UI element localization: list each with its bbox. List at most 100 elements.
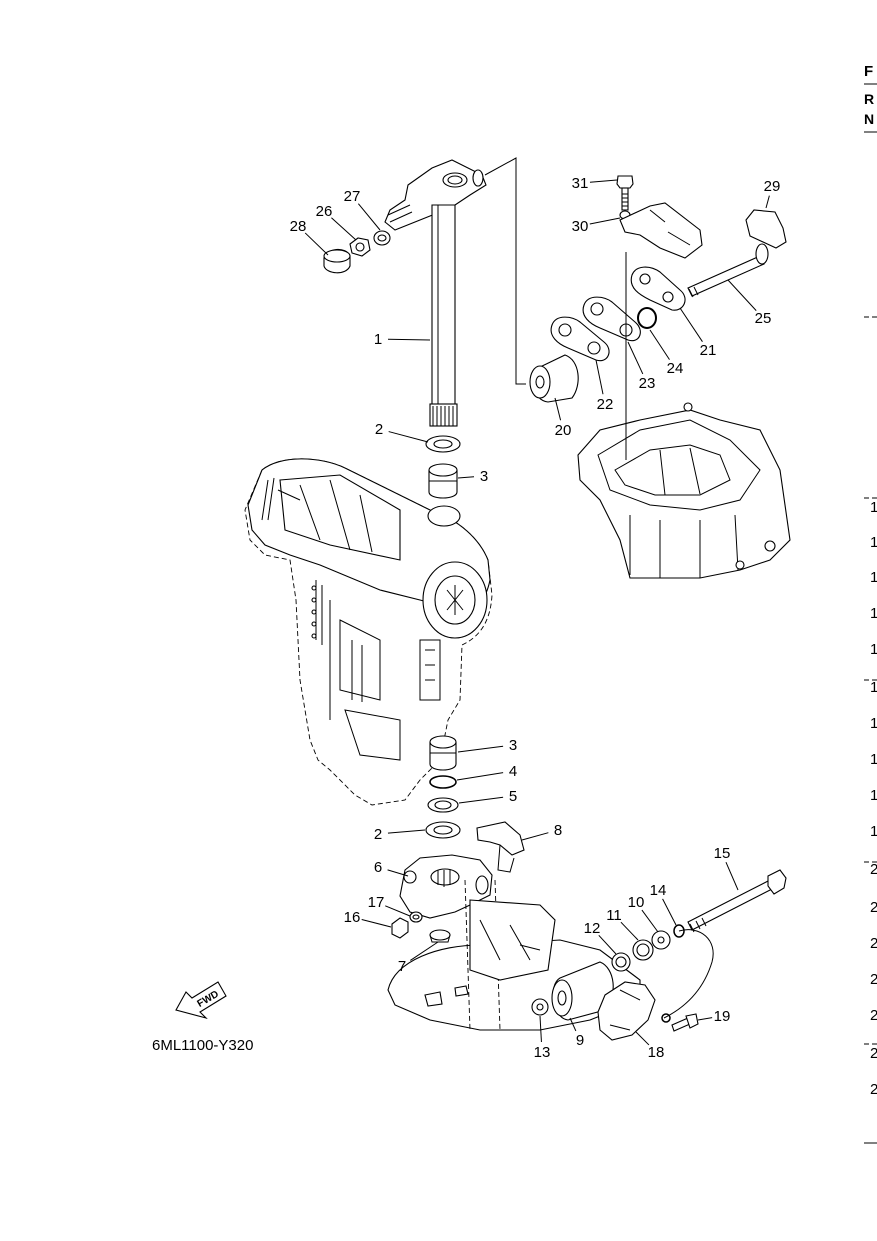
edge-digit: 1 [870, 605, 877, 622]
edge-digit: 2 [870, 1081, 877, 1098]
cap-28 [323, 248, 351, 274]
callout-leader-19 [697, 1017, 713, 1021]
callout-leader-11 [620, 921, 639, 941]
plate-21 [630, 266, 686, 311]
callout-label-4: 4 [509, 763, 517, 780]
callout-label-13: 13 [534, 1044, 551, 1061]
callout-leader-12 [598, 935, 617, 955]
nut-16 [391, 917, 409, 939]
fwd-arrow-icon: FWD [175, 981, 227, 1020]
washer-27 [373, 230, 391, 246]
swivel-bracket [244, 458, 493, 806]
callout-leader-23 [627, 341, 644, 375]
callout-label-21: 21 [700, 342, 717, 359]
bolt-25 [687, 243, 769, 298]
callout-label-3: 3 [480, 468, 488, 485]
callout-leader-16 [361, 918, 392, 928]
plate-29 [745, 209, 787, 249]
callout-leader-2 [388, 431, 429, 443]
callout-leader-7 [410, 941, 439, 961]
edge-digit: 1 [870, 534, 877, 551]
callout-label-27: 27 [344, 188, 361, 205]
callout-label-8: 8 [554, 822, 562, 839]
callout-leader-24 [649, 329, 670, 360]
edge-text-n: N [864, 111, 874, 127]
bolt-31 [616, 175, 634, 211]
nut-26 [349, 237, 371, 257]
rubber-mount-20 [529, 354, 579, 403]
callout-label-26: 26 [316, 203, 333, 220]
washer-12 [611, 952, 631, 972]
callout-leader-21 [679, 307, 703, 342]
o-ring-4 [429, 775, 457, 789]
callout-label-25: 25 [755, 310, 772, 327]
callout-label-19: 19 [714, 1008, 731, 1025]
bushing-3-lower [429, 735, 457, 771]
edge-digit: 1 [870, 641, 877, 658]
callout-leader-10 [641, 909, 659, 933]
callout-label-14: 14 [650, 882, 667, 899]
figure-code: 6ML1100-Y320 [152, 1037, 253, 1054]
callout-label-20: 20 [555, 422, 572, 439]
callout-label-31: 31 [572, 175, 589, 192]
edge-digit: 1 [870, 499, 877, 516]
callout-label-2: 2 [375, 421, 383, 438]
edge-digit: 1 [870, 569, 877, 586]
callout-label-30: 30 [572, 218, 589, 235]
callout-label-17: 17 [368, 894, 385, 911]
callout-leader-3 [457, 745, 504, 753]
lower-bracket-6 [399, 854, 493, 919]
edge-digit: 1 [870, 751, 877, 768]
callout-leader-4 [456, 772, 504, 781]
callout-label-1: 1 [374, 331, 382, 348]
callout-label-18: 18 [648, 1044, 665, 1061]
edge-text-r: R [864, 91, 874, 107]
callout-label-2: 2 [374, 826, 382, 843]
callout-label-23: 23 [639, 375, 656, 392]
bolt-19 [661, 1013, 699, 1032]
washer-17 [409, 911, 423, 923]
o-ring-24 [637, 307, 657, 329]
mount-housing-18 [597, 981, 656, 1041]
callout-label-9: 9 [576, 1032, 584, 1049]
callout-leader-9 [569, 1017, 577, 1032]
callout-label-7: 7 [398, 958, 406, 975]
callout-label-15: 15 [714, 845, 731, 862]
bolt-15 [687, 869, 787, 933]
callout-leader-20 [554, 397, 562, 421]
edge-digit: 2 [870, 1007, 877, 1024]
callout-leader-17 [385, 905, 411, 917]
edge-digit: 1 [870, 787, 877, 804]
edge-digit: 1 [870, 823, 877, 840]
callout-label-16: 16 [344, 909, 361, 926]
callout-leader-18 [635, 1031, 650, 1046]
callout-label-12: 12 [584, 920, 601, 937]
callout-leader-6 [387, 869, 409, 877]
edge-digit: 2 [870, 861, 877, 878]
bushing-3-upper [428, 463, 458, 499]
o-ring-14 [673, 924, 685, 938]
callout-leader-8 [521, 832, 549, 841]
steering-arm-8 [476, 821, 525, 873]
edge-digit: 2 [870, 935, 877, 952]
callout-leader-3 [457, 476, 475, 479]
callout-leader-28 [304, 232, 329, 256]
callout-leader-25 [727, 279, 757, 311]
callout-label-6: 6 [374, 859, 382, 876]
edge-digit: 2 [870, 899, 877, 916]
steering-bracket-upper [384, 159, 487, 427]
washer-11 [632, 939, 654, 961]
callout-leader-2 [387, 829, 426, 834]
callout-leader-30 [589, 217, 621, 225]
callout-leader-22 [595, 359, 604, 395]
callout-leader-13 [539, 1015, 542, 1043]
callout-leader-26 [331, 217, 357, 241]
cover-30 [619, 202, 703, 259]
callout-leader-31 [589, 179, 618, 183]
callout-label-5: 5 [509, 788, 517, 805]
edge-digit: 1 [870, 715, 877, 732]
callout-leader-14 [662, 898, 677, 926]
